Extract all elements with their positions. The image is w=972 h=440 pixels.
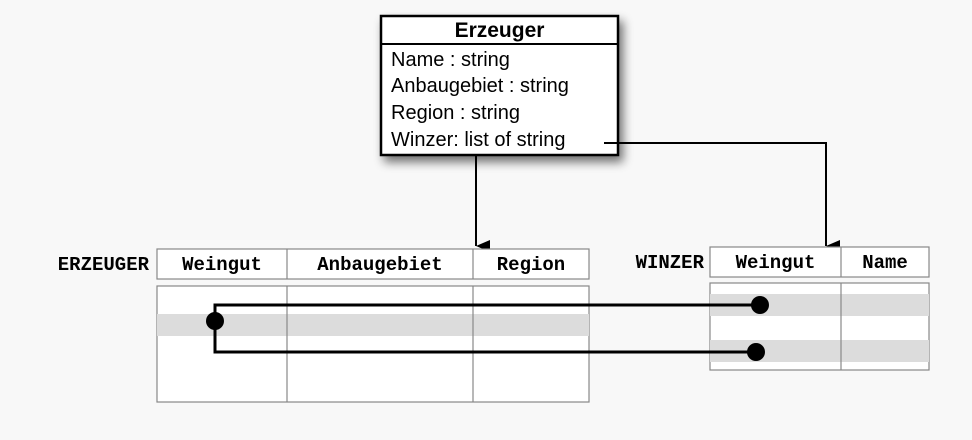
winzer-highlight-row-2 (710, 340, 929, 362)
erzeuger-body (156, 285, 590, 403)
uml-class-box (379, 14, 620, 157)
winzer-column-weingut: Weingut (736, 252, 816, 274)
uml-class-title: Erzeuger (455, 19, 545, 42)
connector-dot-erzeuger (206, 312, 224, 330)
erzeuger-column-anbaugebiet: Anbaugebiet (317, 254, 442, 276)
connector-dot-winzer-1 (751, 296, 769, 314)
winzer-header-row (709, 246, 930, 278)
connector-dot-winzer-2 (747, 343, 765, 361)
arrow-to-winzer-table (604, 142, 840, 252)
winzer-table-name: WINZER (636, 252, 705, 274)
uml-class-erzeuger: Erzeuger Name : string Anbaugebiet : str… (379, 14, 620, 157)
erzeuger-header-row (156, 248, 590, 280)
winzer-column-name: Name (862, 252, 908, 274)
erzeuger-table-name: ERZEUGER (58, 254, 150, 276)
erzeuger-highlight-row (157, 314, 589, 336)
mapping-arrows (475, 142, 840, 252)
erzeuger-column-weingut: Weingut (182, 254, 262, 276)
foreign-key-connector (206, 296, 769, 361)
uml-attribute-winzer: Winzer: list of string (391, 129, 565, 151)
erzeuger-column-region: Region (497, 254, 565, 276)
uml-attribute-region: Region : string (391, 102, 520, 124)
uml-attribute-name: Name : string (391, 49, 510, 71)
erzeuger-table: ERZEUGER Weingut Anbaugebiet Region (58, 248, 590, 403)
uml-attribute-anbaugebiet: Anbaugebiet : string (391, 75, 569, 97)
winzer-table: WINZER Weingut Name (636, 246, 930, 371)
